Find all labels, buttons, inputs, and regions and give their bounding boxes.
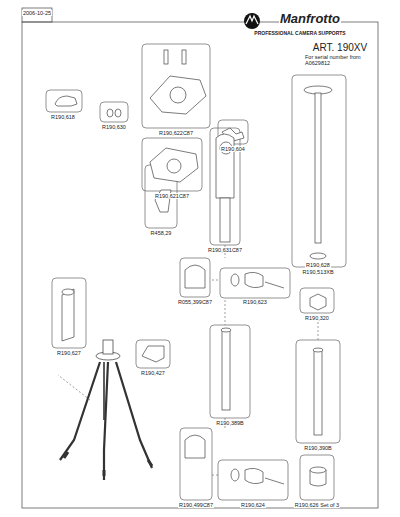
tube-627 [62, 289, 74, 341]
part-number: R190,427 [140, 370, 166, 376]
nut-320 [310, 294, 326, 310]
head-621 [150, 148, 198, 182]
tube-390 [314, 350, 322, 435]
header-text: ART. 190XV [312, 42, 368, 53]
clamp-623 [231, 274, 239, 286]
part-frames [46, 44, 346, 500]
clamp-499 [185, 435, 205, 458]
header-text: 2006-10-25 [22, 10, 52, 16]
part-number: R190,604 [220, 146, 246, 152]
tube-389 [222, 330, 230, 410]
head-622 [150, 76, 206, 114]
clamp-399 [185, 265, 205, 288]
clamp-624 [231, 469, 239, 481]
part-number: R190,513XB [301, 269, 334, 275]
part-number: R190,622C87 [158, 130, 194, 136]
header-text: PROFESSIONAL CAMERA SUPPORTS [253, 31, 346, 37]
header-text: For serial number from A0629812 [304, 54, 376, 66]
part-number: R190,624 [240, 502, 266, 508]
part-number: R190,631C87 [207, 247, 243, 253]
part-number: R055,399C87 [177, 299, 213, 305]
column-631 [216, 134, 234, 198]
part-number: R190,627 [56, 350, 82, 356]
part-number: R190,499C87 [178, 502, 214, 508]
part-number: R190,389B [215, 420, 245, 426]
ring-628 [310, 253, 326, 259]
washer-630 [107, 109, 113, 117]
part-number: R190,320 [304, 315, 330, 321]
logo-m [246, 16, 258, 24]
part-number: R190,626 Set of 3 [294, 502, 340, 508]
parts [55, 50, 332, 486]
part-number: R190,623 [242, 299, 268, 305]
clamp-427 [142, 346, 164, 362]
part-number: R190,618 [50, 114, 76, 120]
part-number: R190,628 [305, 262, 331, 268]
date-box [22, 8, 52, 22]
brand-logo: Manfrotto [279, 12, 341, 26]
part-number: R190,390B [303, 445, 333, 451]
logo-mark [244, 13, 260, 29]
part-number: R190,630 [101, 124, 127, 130]
assembly-leaders [212, 245, 318, 475]
part-number: R190,621C87 [154, 193, 190, 199]
part-number: R458,29 [150, 230, 173, 236]
page-frame [22, 22, 378, 508]
tripod-figure [58, 340, 152, 480]
lever-618 [55, 96, 77, 106]
